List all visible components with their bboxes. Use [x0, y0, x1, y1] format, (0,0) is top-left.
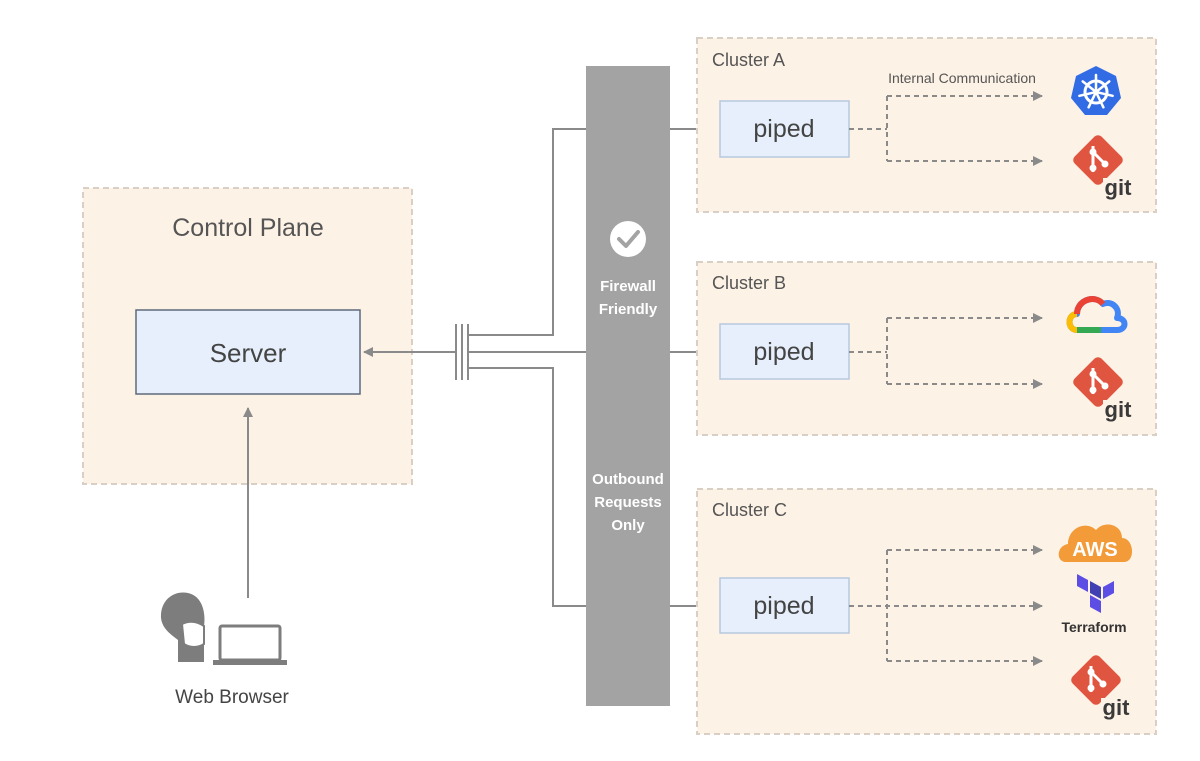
cluster-c-title: Cluster C	[712, 500, 787, 520]
firewall-note-line3: Only	[611, 517, 645, 534]
web-browser-label: Web Browser	[175, 687, 289, 708]
cluster-b-title: Cluster B	[712, 273, 786, 293]
laptop-icon	[213, 624, 287, 665]
aws-icon: AWS	[1058, 524, 1133, 562]
server-box: Server	[135, 309, 361, 395]
cluster-a-title: Cluster A	[712, 50, 785, 70]
piped-box-b: piped	[719, 323, 850, 380]
svg-text:Terraform: Terraform	[1061, 619, 1126, 635]
piped-label-c: piped	[753, 592, 814, 620]
control-plane-title: Control Plane	[172, 214, 323, 242]
piped-box-c: piped	[719, 577, 850, 634]
check-circle-icon	[610, 221, 646, 257]
svg-text:git: git	[1103, 695, 1131, 720]
server-label: Server	[210, 338, 287, 368]
svg-text:git: git	[1105, 397, 1133, 422]
cluster-c-dashed-arrows	[849, 545, 1043, 666]
svg-text:AWS: AWS	[1072, 539, 1118, 561]
connection-junction	[455, 324, 469, 380]
git-icon: git	[1073, 135, 1133, 200]
piped-label-a: piped	[753, 115, 814, 143]
piped-label-b: piped	[753, 338, 814, 366]
cluster-a-dashed-arrows	[849, 91, 1043, 166]
svg-text:git: git	[1105, 175, 1133, 200]
cluster-b-dashed-arrows	[849, 313, 1043, 389]
web-browser: Web Browser	[160, 592, 290, 708]
cluster-b-region: Cluster B piped git	[696, 261, 1157, 436]
terraform-icon: Terraform	[1061, 574, 1127, 635]
git-icon: git	[1073, 357, 1133, 422]
user-mask-icon	[160, 592, 205, 662]
firewall-note-line1: Outbound	[592, 471, 664, 488]
firewall-bar: Firewall Friendly Outbound Requests Only	[586, 66, 670, 706]
cluster-a-region: Cluster A Internal Communication piped	[696, 37, 1157, 213]
firewall-label-line1: Firewall	[600, 278, 656, 295]
firewall-label-line2: Friendly	[599, 301, 658, 318]
internal-communication-label: Internal Communication	[888, 70, 1036, 86]
piped-box-a: piped	[719, 100, 850, 158]
firewall-note-line2: Requests	[594, 494, 662, 511]
cluster-c-region: Cluster C piped AWS Terraform	[696, 488, 1157, 735]
google-cloud-icon	[1066, 296, 1128, 333]
kubernetes-icon	[1071, 66, 1121, 115]
git-icon: git	[1071, 655, 1131, 720]
